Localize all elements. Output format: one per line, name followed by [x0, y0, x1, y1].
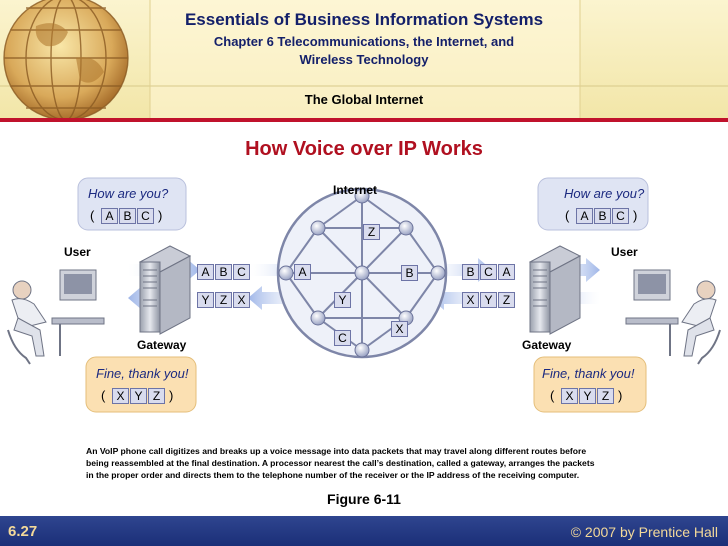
right-user-label: User: [611, 245, 638, 259]
packet-chip: Z: [498, 292, 515, 308]
slide-header: Essentials of Business Information Syste…: [0, 0, 728, 121]
right-reply-paren-open: (: [550, 388, 555, 403]
chapter-title: Chapter 6 Telecommunications, the Intern…: [120, 33, 608, 69]
packet-chip: Y: [130, 388, 147, 404]
packet-chip: C: [137, 208, 154, 224]
packet-chip: B: [462, 264, 479, 280]
left-question-paren-open: (: [90, 208, 95, 223]
right-question-paren-open: (: [565, 208, 570, 223]
packet-chip: Z: [597, 388, 614, 404]
packet-chip: Y: [480, 292, 497, 308]
network-packet: Z: [363, 224, 380, 240]
header-decoration: [0, 0, 728, 118]
slide-footer: 6.27 © 2007 by Prentice Hall: [0, 516, 728, 546]
network-packet: C: [334, 330, 351, 346]
section-title: The Global Internet: [304, 92, 424, 107]
right-reply-paren-close: ): [618, 388, 623, 403]
network-packet: X: [391, 321, 408, 337]
caption-line: An VoIP phone call digitizes and breaks …: [86, 446, 587, 456]
slide-title: How Voice over IP Works: [245, 138, 483, 160]
left-question-paren-close: ): [158, 208, 163, 223]
left-reply-text: Fine, thank you!: [96, 366, 189, 381]
packet-chip: B: [594, 208, 611, 224]
left-user-icon: [7, 269, 105, 365]
left-gateway-server-icon: [138, 245, 192, 335]
caption-line: in the proper order and directs them to …: [86, 470, 580, 480]
chapter-title-line1: Chapter 6 Telecommunications, the Intern…: [213, 34, 515, 49]
book-title: Essentials of Business Information Syste…: [184, 10, 544, 29]
right-gateway-server-icon: [528, 245, 582, 335]
packet-chip: C: [612, 208, 629, 224]
packet-chip: A: [498, 264, 515, 280]
globe-logo-icon: [3, 0, 129, 121]
left-gateway-label: Gateway: [137, 338, 187, 352]
right-question-paren-close: ): [633, 208, 638, 223]
chapter-title-line2: Wireless Technology: [299, 52, 429, 67]
network-packet: A: [294, 264, 311, 280]
left-question-text: How are you?: [88, 186, 169, 201]
right-user-icon: [625, 269, 721, 365]
network-packet: Y: [334, 292, 351, 308]
right-gateway-label: Gateway: [522, 338, 572, 352]
figure-caption: An VoIP phone call digitizes and breaks …: [86, 445, 646, 481]
packet-chip: X: [462, 292, 479, 308]
figure-label: Figure 6-11: [327, 491, 401, 507]
right-reply-text: Fine, thank you!: [542, 366, 635, 381]
left-reply-paren-close: ): [169, 388, 174, 403]
packet-chip: A: [101, 208, 118, 224]
packet-chip: X: [561, 388, 578, 404]
network-nodes: [278, 188, 446, 358]
packet-chip: B: [119, 208, 136, 224]
packet-chip: X: [112, 388, 129, 404]
copyright: © 2007 by Prentice Hall: [570, 524, 718, 540]
packet-chip: Y: [579, 388, 596, 404]
network-links: [285, 195, 439, 351]
left-user-label: User: [64, 245, 91, 259]
page-number: 6.27: [8, 523, 38, 540]
caption-line: being reassembled at the final destinati…: [86, 458, 595, 468]
packet-chip: Z: [148, 388, 165, 404]
voip-diagram: [7, 177, 721, 413]
left-reply-paren-open: (: [101, 388, 106, 403]
packet-chip: Y: [197, 292, 214, 308]
right-question-text: How are you?: [564, 186, 645, 201]
packet-chip: C: [480, 264, 497, 280]
header-divider: [0, 118, 728, 122]
packet-chip: A: [197, 264, 214, 280]
packet-chip: C: [233, 264, 250, 280]
internet-label: Internet: [333, 183, 378, 197]
packet-chip: X: [233, 292, 250, 308]
network-packet: B: [401, 265, 418, 281]
packet-chip: Z: [215, 292, 232, 308]
packet-chip: A: [576, 208, 593, 224]
packet-chip: B: [215, 264, 232, 280]
